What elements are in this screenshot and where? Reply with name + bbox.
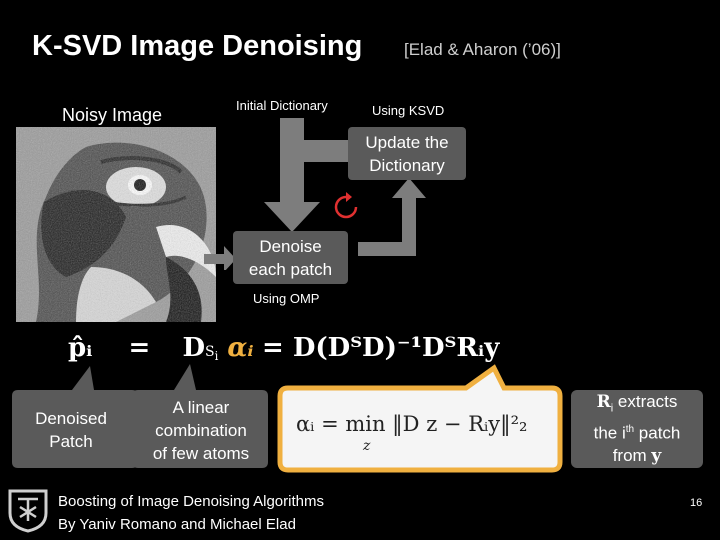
linear-line-1: A linear (172, 397, 230, 417)
update-connector-bar (304, 140, 350, 162)
denoised-line-2: Patch (49, 432, 93, 451)
d-si: D (182, 333, 205, 363)
denoise-line-1: Denoise (259, 236, 322, 256)
noisy-image-label: Noisy Image (62, 105, 163, 125)
page-number: 16 (690, 497, 703, 509)
y-symbol: y (651, 446, 662, 467)
footer-line-2: By Yaniv Romano and Michael Elad (58, 516, 296, 533)
r-line-2: the i (593, 424, 626, 444)
rhs-equation: = D(DᵀD)⁻¹DᵀRᵢy (262, 333, 500, 363)
r-line-3: from (612, 446, 647, 466)
linear-combination-box: A linear combination of few atoms (134, 392, 268, 468)
omp-callout-shape (277, 364, 563, 473)
update-line-2: Dictionary (369, 155, 445, 175)
initial-dictionary-label: Initial Dictionary (236, 98, 328, 113)
refresh-cycle-icon (334, 192, 358, 219)
main-equation: p̂ᵢ = DSi αᵢ (68, 333, 254, 363)
denoise-line-2: each patch (248, 259, 333, 279)
denoised-patch-box: Denoised Patch (12, 392, 130, 468)
r-symbol: R (596, 391, 611, 412)
using-omp-label: Using OMP (253, 291, 320, 306)
image-to-denoise-arrow (204, 246, 236, 270)
linear-callout-shape (132, 364, 268, 468)
footer: Boosting of Image Denoising Algorithms B… (58, 490, 324, 536)
linear-line-2: combination (155, 420, 247, 440)
slide-title: K-SVD Image Denoising (32, 30, 363, 62)
r-line-2-sup: th (625, 424, 635, 436)
flow-arrows (204, 118, 426, 270)
update-dictionary-box: Update the Dictionary (348, 127, 466, 180)
noisy-parrot-image (16, 127, 216, 322)
alpha-i: αᵢ (227, 333, 254, 363)
r-line-1: extracts (617, 391, 678, 411)
omp-equation-text: αᵢ = min ‖D z − Rᵢy‖²₂ (296, 412, 528, 436)
citation: [Elad & Aharon (’06)] (404, 40, 561, 59)
technion-logo-icon (8, 489, 48, 533)
denoise-to-update-arrow (358, 178, 426, 256)
denoise-each-patch-box: Denoise each patch (233, 231, 348, 284)
equals-1: = (128, 333, 151, 363)
using-ksvd-label: Using KSVD (372, 103, 445, 118)
r-extracts-box: Ri extracts the ith patch from y (571, 390, 703, 468)
dictionary-down-arrow (264, 118, 320, 232)
denoised-callout-shape (12, 366, 138, 468)
min-subscript: z (363, 438, 371, 454)
omp-equation: αᵢ = min ‖D z − Rᵢy‖²₂ (296, 412, 527, 436)
footer-line-1: Boosting of Image Denoising Algorithms (58, 493, 324, 510)
denoised-line-1: Denoised (35, 409, 107, 428)
r-line-2-end: patch (634, 424, 681, 444)
p-hat-i: p̂ᵢ (68, 333, 93, 363)
linear-line-3: of few atoms (152, 443, 250, 463)
update-line-1: Update the (365, 132, 449, 152)
